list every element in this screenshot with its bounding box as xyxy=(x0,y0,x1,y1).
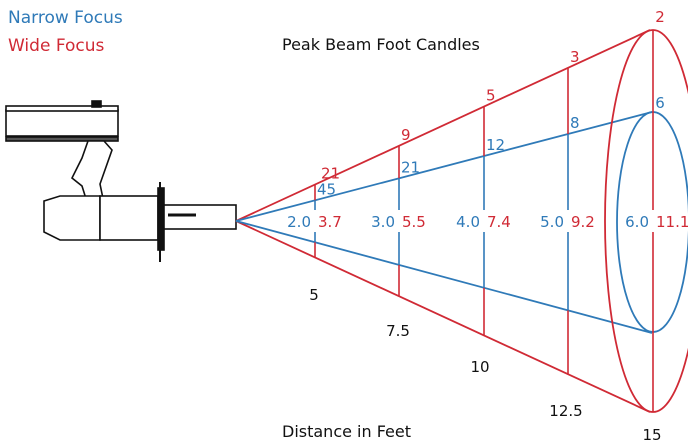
wide-diameter-label: 11.1 xyxy=(656,213,688,231)
wide-beam-top-line xyxy=(235,29,651,222)
distance-label: 12.5 xyxy=(549,402,582,420)
legend-narrow-label: Narrow Focus xyxy=(8,8,123,28)
distance-axis-label: Distance in Feet xyxy=(282,422,412,441)
legend-narrow-focus: Narrow Focus xyxy=(8,8,123,28)
narrow-footcandle-label: 6 xyxy=(655,94,665,112)
wide-diameter-label: 3.7 xyxy=(318,213,342,231)
narrow-diameter-label: 2.0 xyxy=(287,213,311,231)
track-light-fixture-icon xyxy=(5,100,237,262)
wide-beam-bottom-line xyxy=(235,220,651,413)
diagram-title: Peak Beam Foot Candles xyxy=(282,35,480,54)
wide-diameter-label: 7.4 xyxy=(487,213,511,231)
narrow-diameter-label: 5.0 xyxy=(540,213,564,231)
legend-wide-label: Wide Focus xyxy=(8,36,105,56)
wide-footcandle-label: 21 xyxy=(321,165,340,183)
narrow-footcandle-label: 21 xyxy=(401,158,420,176)
narrow-diameter-label: 4.0 xyxy=(456,213,480,231)
legend-wide-focus: Wide Focus xyxy=(8,36,104,56)
narrow-beam-top-line xyxy=(235,111,653,222)
wide-footcandle-label: 5 xyxy=(486,87,496,105)
narrow-footcandle-label: 12 xyxy=(486,136,505,154)
distance-label: 5 xyxy=(309,286,319,304)
distance-label: 7.5 xyxy=(386,322,410,340)
wide-diameter-label: 9.2 xyxy=(571,213,595,231)
wide-footcandle-label: 9 xyxy=(401,126,411,144)
wide-diameter-label: 5.5 xyxy=(402,213,426,231)
narrow-beam-bottom-line xyxy=(235,220,653,334)
narrow-diameter-label: 3.0 xyxy=(371,213,395,231)
beam-geometry xyxy=(235,29,688,413)
wide-footcandle-label: 2 xyxy=(655,8,665,26)
narrow-diameter-label: 6.0 xyxy=(625,213,649,231)
narrow-footcandle-label: 45 xyxy=(317,180,336,198)
distance-label: 15 xyxy=(642,426,661,444)
distance-label: 10 xyxy=(470,358,489,376)
wide-footcandle-label: 3 xyxy=(570,48,580,66)
narrow-footcandle-label: 8 xyxy=(570,114,580,132)
